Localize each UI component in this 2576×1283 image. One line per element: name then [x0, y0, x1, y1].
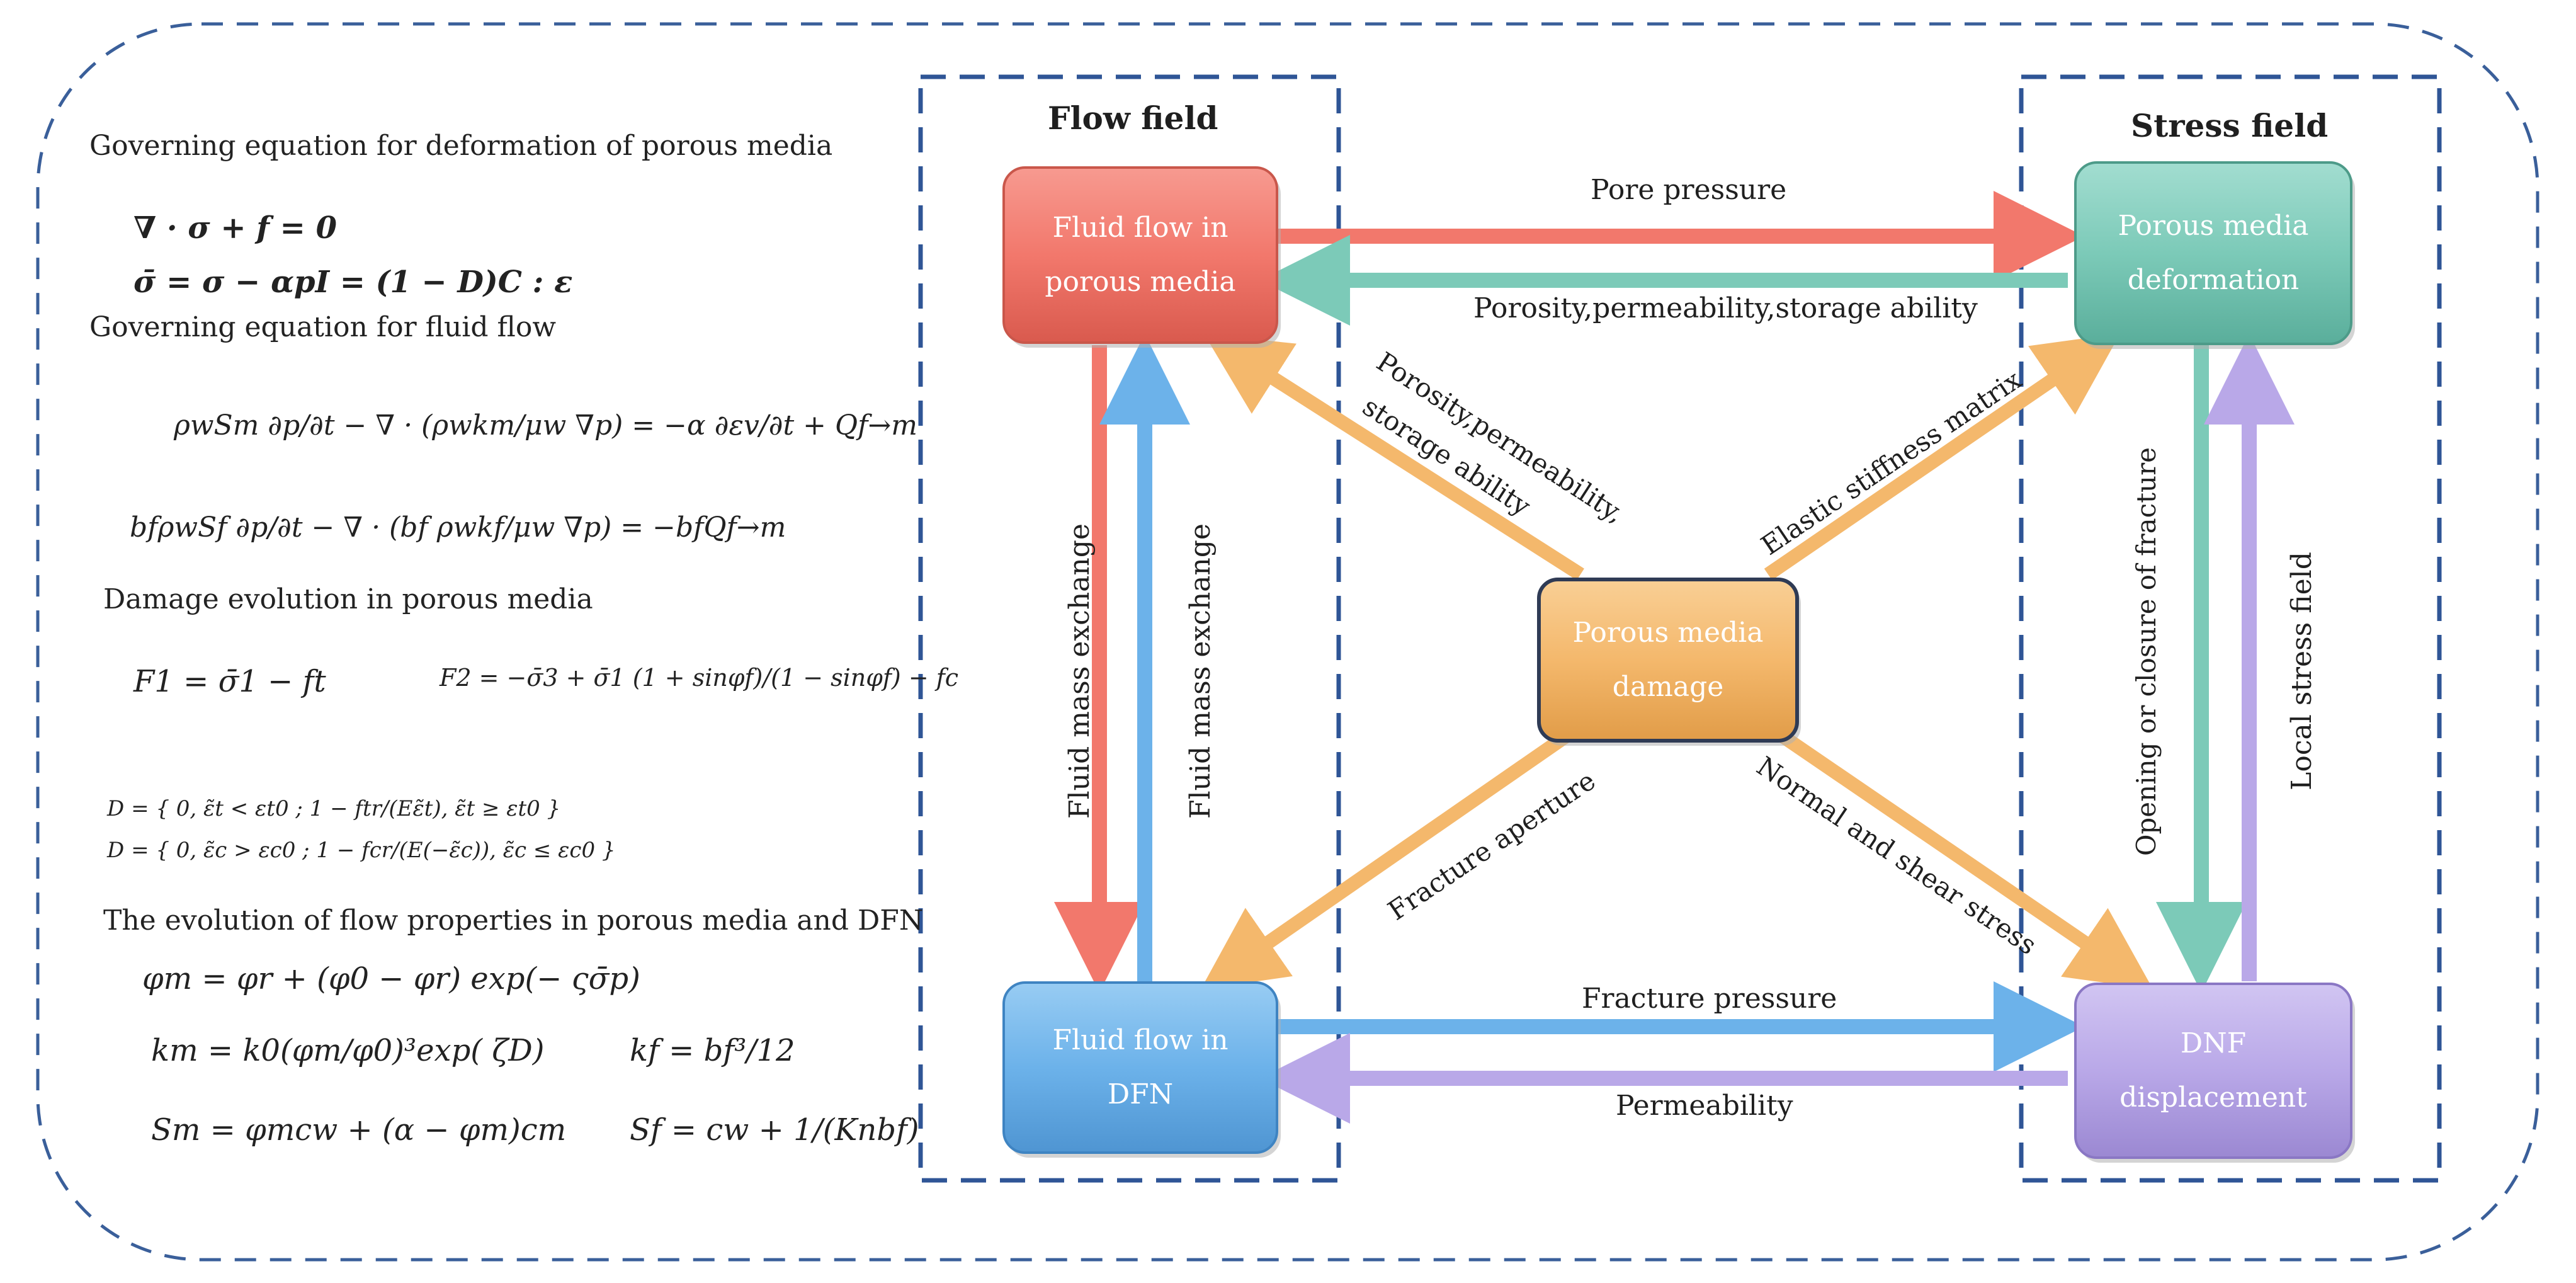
arrow-damage-to-dnf [1770, 724, 2153, 989]
box-line: porous media [1045, 266, 1236, 298]
arrow-damage-to-fluid-porous [1204, 334, 1584, 581]
label-fracture-pressure: Fracture pressure [1582, 983, 1837, 1015]
box-porous-media-deformation: Porous media deformation [2075, 163, 2351, 344]
label-pore-pressure: Pore pressure [1591, 174, 1787, 206]
deformation-heading: Governing equation for deformation of po… [89, 130, 833, 162]
box-line: Fluid flow in [1052, 212, 1228, 244]
box-line: Fluid flow in [1052, 1024, 1228, 1056]
box-fluid-porous-shape [1002, 166, 1278, 344]
label-fluid-mass-exchange-left: Fluid mass exchange [1063, 523, 1096, 819]
flow-field-frame [918, 74, 1341, 1183]
label-porosity-perm-storage: Porosity,permeability,storage ability [1473, 292, 1978, 324]
box-dnf-displacement-shape [2074, 983, 2352, 1159]
equation-equilibrium: ∇ · σ + f = 0 [133, 210, 337, 246]
label-opening-closure: Opening or closure of fracture [2131, 447, 2162, 857]
equation-d-compression: D = { 0, ε̃c > εc0 ; 1 − fcr/(E(−ε̃c)), … [107, 838, 616, 863]
label-local-stress: Local stress field [2285, 552, 2318, 790]
box-dnf-displacement: DNF displacement [2075, 984, 2351, 1158]
label-fluid-mass-exchange-right: Fluid mass exchange [1184, 523, 1217, 819]
stress-field-frame [2019, 74, 2442, 1183]
box-fluid-flow-dfn: Fluid flow in DFN [1004, 983, 1277, 1153]
box-line: Porous media [2118, 210, 2309, 242]
flow-heading: Governing equation for fluid flow [89, 311, 557, 343]
arrow-damage-to-fluid-dfn [1200, 724, 1579, 989]
equation-kf: kf = bf³/12 [630, 1033, 795, 1068]
label-permeability: Permeability [1616, 1090, 1793, 1122]
box-line: deformation [2127, 264, 2300, 296]
box-porous-media-damage: Porous media damage [1539, 579, 1797, 741]
equation-sm: Sm = φmcw + (α − φm)cm [151, 1112, 567, 1148]
box-line: damage [1612, 671, 1724, 703]
box-line: displacement [2119, 1081, 2307, 1114]
box-porous-damage-shape [1537, 578, 1799, 743]
equation-f2: F2 = −σ̄3 + σ̄1 (1 + sinφf)/(1 − sinφf) … [440, 664, 959, 692]
equation-fracture-flow: bfρwSf ∂p/∂t − ∇ · (bf ρwkf/μw ∇p) = −bf… [130, 511, 786, 544]
equation-effective-stress: σ̄ = σ − αpI = (1 − D)C : ε [133, 265, 573, 300]
arrow-damage-to-deformation [1764, 333, 2121, 581]
equation-sf: Sf = cw + 1/(Knbf) [630, 1112, 919, 1148]
box-line: DNF [2180, 1027, 2247, 1059]
equation-f1: F1 = σ̄1 − ft [133, 664, 326, 699]
equation-km: km = k0(φm/φ0)³exp( ζD) [151, 1033, 545, 1068]
properties-heading: The evolution of flow properties in poro… [103, 904, 924, 937]
stress-field-title: Stress field [2131, 107, 2329, 144]
box-fluid-dfn-shape [1002, 981, 1278, 1154]
box-line: Porous media [1572, 617, 1764, 649]
box-line: DFN [1107, 1078, 1174, 1110]
equation-d-tension: D = { 0, ε̃t < εt0 ; 1 − ftr/(Eε̃t), ε̃t… [107, 796, 561, 821]
equation-phi: φm = φr + (φ0 − φr) exp(− ςσ̄p) [142, 961, 640, 996]
box-porous-deformation-shape [2074, 161, 2352, 345]
flow-field-title: Flow field [1048, 100, 1218, 137]
equation-matrix-flow: ρwSm ∂p/∂t − ∇ · (ρwkm/μw ∇p) = −α ∂εv/∂… [174, 409, 917, 442]
damage-heading: Damage evolution in porous media [103, 583, 593, 615]
box-fluid-flow-porous-media: Fluid flow in porous media [1004, 168, 1277, 343]
